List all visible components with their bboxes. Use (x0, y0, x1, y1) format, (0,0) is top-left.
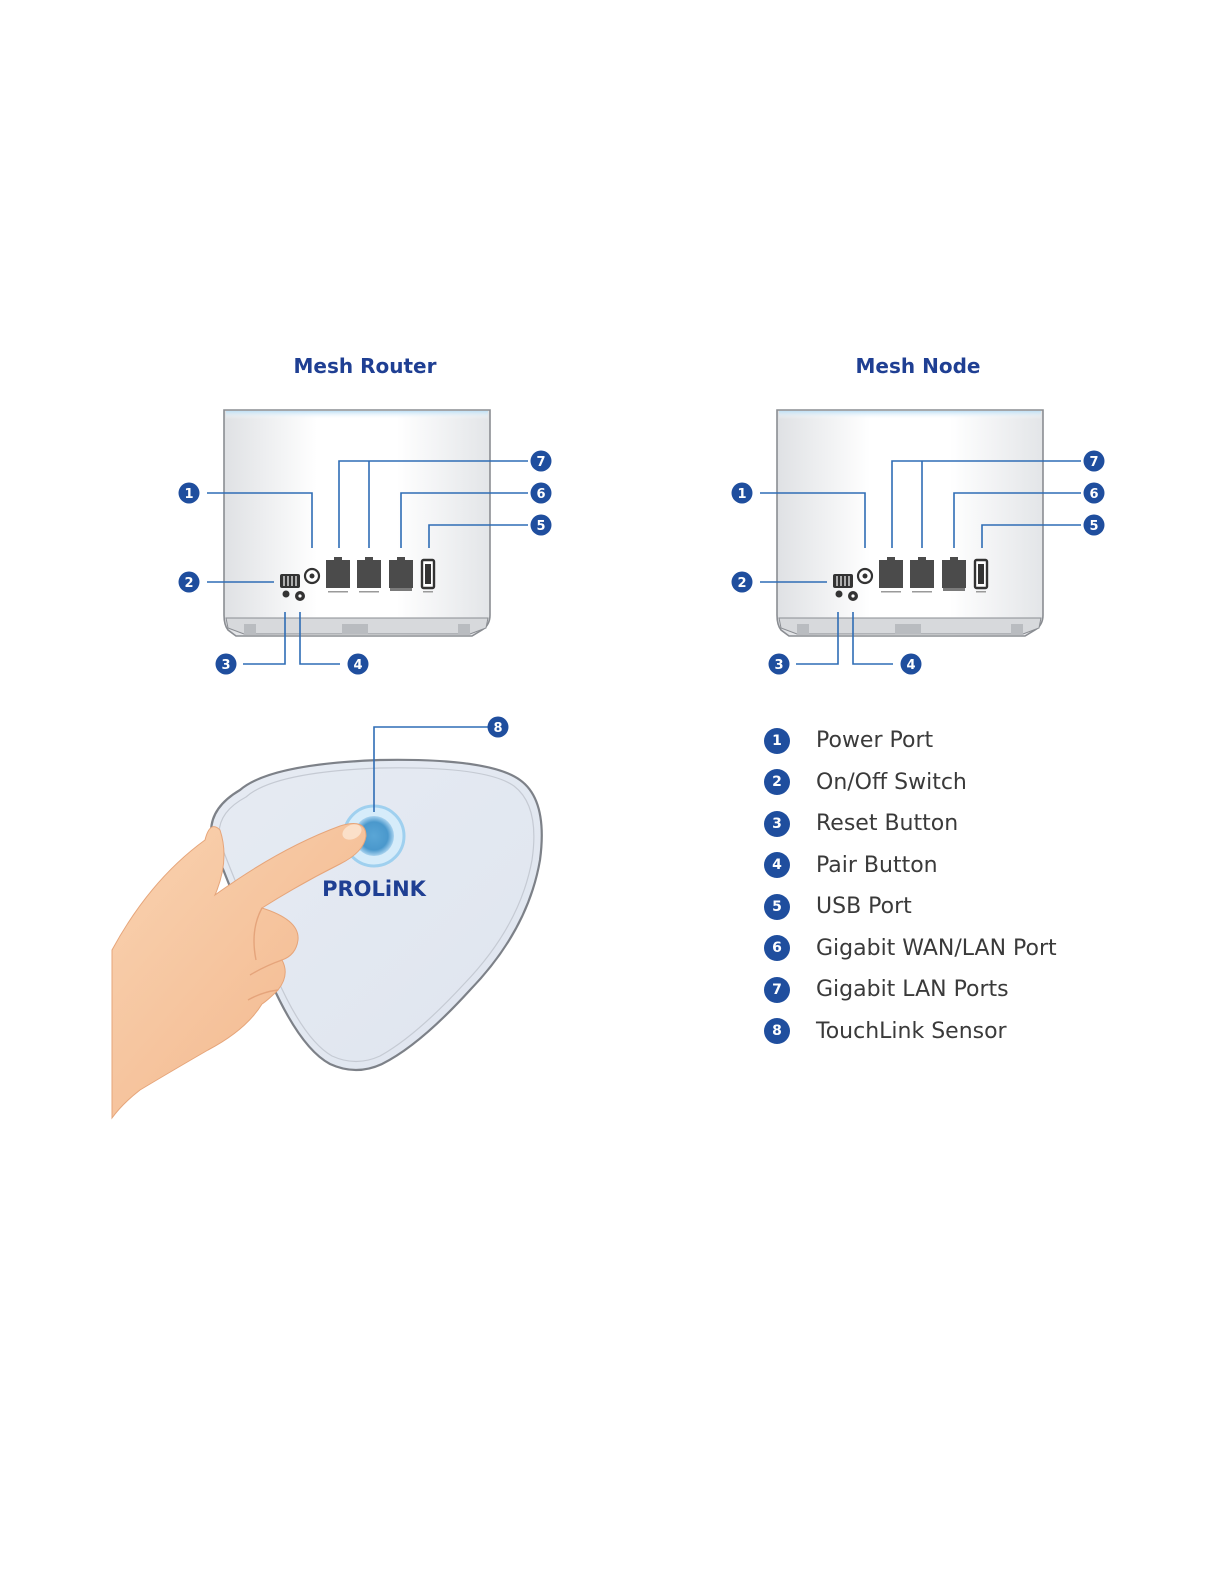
callout-number: 4 (906, 658, 915, 673)
callout-number: 6 (1089, 487, 1098, 502)
callout-number: 1 (184, 487, 193, 502)
legend-label: Pair Button (816, 853, 938, 878)
callout-number: 6 (536, 487, 545, 502)
legend-number: 5 (764, 894, 790, 920)
legend-item: 6 Gigabit WAN/LAN Port (764, 928, 1057, 970)
component-legend: 1 Power Port 2 On/Off Switch 3 Reset Button… (764, 720, 1057, 1052)
legend-item: 1 Power Port (764, 720, 1057, 762)
legend-label: TouchLink Sensor (816, 1019, 1007, 1044)
legend-number: 3 (764, 811, 790, 837)
mesh-node-back-view (777, 410, 1043, 636)
callout-number: 3 (221, 658, 230, 673)
legend-number: 7 (764, 977, 790, 1003)
callout-number: 5 (1089, 519, 1098, 534)
legend-label: Power Port (816, 728, 933, 753)
legend-item: 5 USB Port (764, 886, 1057, 928)
callout-number: 3 (774, 658, 783, 673)
legend-item: 4 Pair Button (764, 845, 1057, 887)
legend-item: 2 On/Off Switch (764, 762, 1057, 804)
legend-item: 7 Gigabit LAN Ports (764, 969, 1057, 1011)
callout-number: 2 (737, 576, 746, 591)
callout-number: 5 (536, 519, 545, 534)
legend-number: 4 (764, 852, 790, 878)
legend-item: 8 TouchLink Sensor (764, 1011, 1057, 1053)
callout-number: 7 (1089, 455, 1098, 470)
legend-number: 8 (764, 1018, 790, 1044)
callout-number: 1 (737, 487, 746, 502)
legend-item: 3 Reset Button (764, 803, 1057, 845)
legend-label: USB Port (816, 894, 912, 919)
legend-number: 6 (764, 935, 790, 961)
legend-label: Gigabit LAN Ports (816, 977, 1009, 1002)
legend-label: On/Off Switch (816, 770, 967, 795)
callout-number: 8 (493, 721, 502, 736)
callout-number: 7 (536, 455, 545, 470)
legend-label: Gigabit WAN/LAN Port (816, 936, 1057, 961)
legend-number: 2 (764, 769, 790, 795)
legend-label: Reset Button (816, 811, 958, 836)
prolink-logo: PROLiNK (322, 877, 427, 901)
mesh-router-back-view (224, 410, 490, 636)
callout-number: 2 (184, 576, 193, 591)
callout-number: 4 (353, 658, 362, 673)
legend-number: 1 (764, 728, 790, 754)
